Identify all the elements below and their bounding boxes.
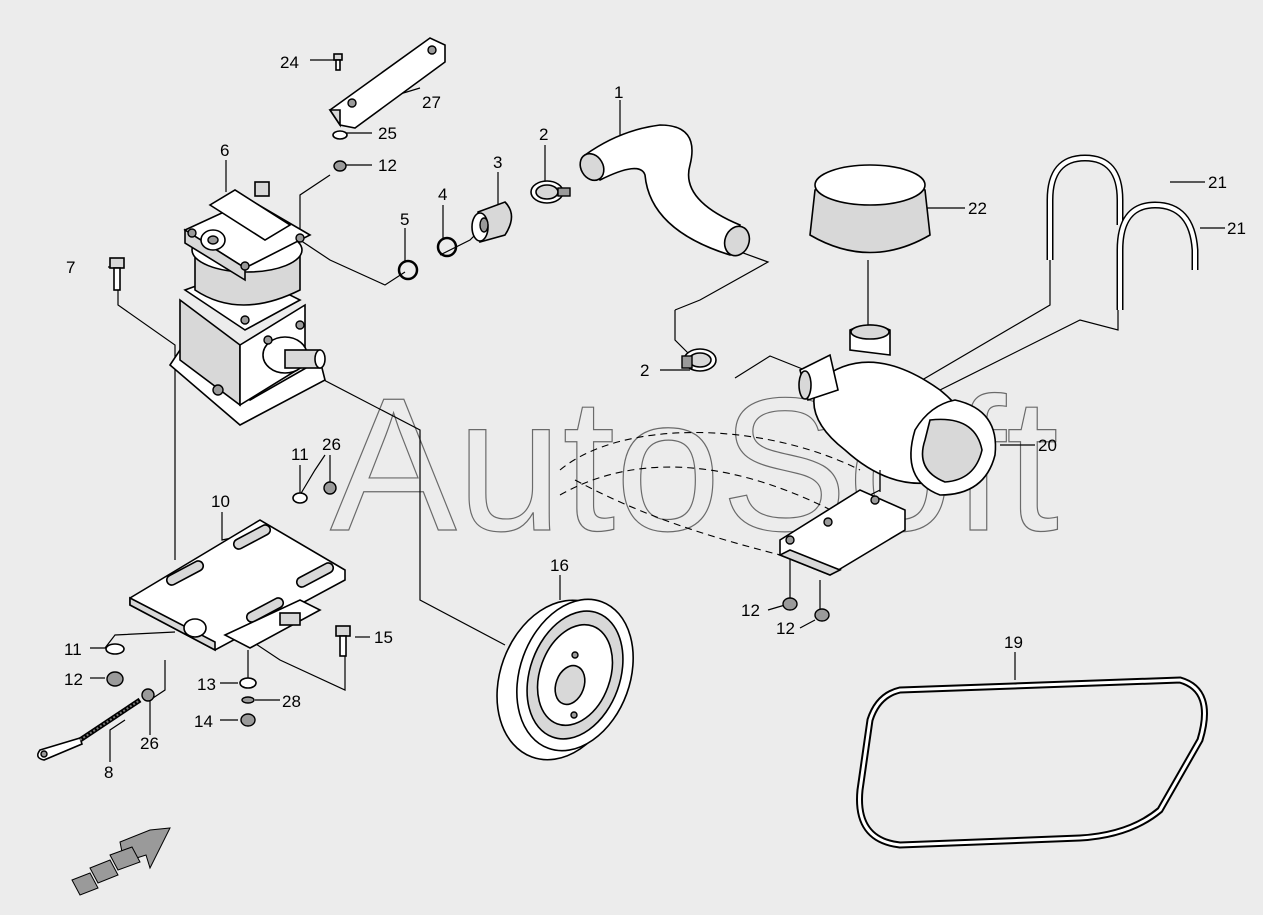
cap-22: [809, 164, 931, 254]
callout-2-lower: 2: [640, 361, 649, 380]
callout-2-top: 2: [539, 125, 548, 144]
callout-8: 8: [104, 763, 113, 782]
callout-25: 25: [378, 124, 397, 143]
washer-13: [239, 677, 257, 689]
washer-25: [332, 130, 348, 140]
mounting-plate-10: [129, 519, 346, 652]
o-ring-5: [397, 259, 419, 281]
hose-1: [579, 124, 751, 257]
callout-11-top: 11: [291, 445, 309, 464]
u-bolt-21-bottom: [1116, 201, 1199, 310]
callout-24: 24: [280, 53, 299, 72]
callout-20: 20: [1038, 436, 1057, 455]
callout-7: 7: [66, 258, 75, 277]
callout-21-bottom: 21: [1227, 219, 1246, 238]
callout-12-top: 12: [378, 156, 397, 175]
callout-13: 13: [197, 675, 216, 694]
drive-belt-19: [856, 676, 1208, 849]
u-bolt-21-top: [1046, 154, 1124, 260]
callout-14: 14: [194, 712, 213, 731]
callout-12-bracket-right: 12: [776, 619, 795, 638]
air-filter-20: [798, 324, 997, 496]
washer-11-top: [292, 492, 308, 504]
bracket-27: [328, 37, 446, 129]
nut-14: [240, 713, 256, 727]
pulley-16: [496, 598, 634, 761]
nut-12-bracket-left: [782, 597, 798, 611]
direction-arrow-icon: [71, 827, 171, 896]
callout-15: 15: [374, 628, 393, 647]
callout-12-bracket-left: 12: [741, 601, 760, 620]
callout-26-top: 26: [322, 435, 341, 454]
callout-1: 1: [614, 83, 623, 102]
dashed-routing: [559, 432, 861, 561]
nut-26-top: [323, 481, 337, 495]
hose-clamp-2-lower: [681, 348, 717, 372]
nut-12-bracket-right: [814, 608, 830, 622]
callout-27: 27: [422, 93, 441, 112]
callout-3: 3: [493, 153, 502, 172]
callout-12-left: 12: [64, 670, 83, 689]
callout-21-top: 21: [1208, 173, 1227, 192]
callout-labels: 1 2 2 3 4 5 6 7 8 10 11 11 12 12 12 12 1…: [64, 53, 1246, 782]
bolt-15: [335, 625, 351, 657]
callout-5: 5: [400, 210, 409, 229]
nut-26-left: [141, 688, 155, 702]
compressor-6: [168, 181, 326, 426]
hose-clamp-2-top: [530, 180, 571, 204]
filter-bracket: [778, 489, 906, 576]
bolt-24: [333, 53, 343, 71]
washer-28: [241, 696, 255, 704]
fitting-3: [471, 201, 513, 244]
callout-26-left: 26: [140, 734, 159, 753]
callout-11-left: 11: [64, 640, 82, 659]
callout-19: 19: [1004, 633, 1023, 652]
nut-12-top: [333, 160, 347, 172]
callout-6: 6: [220, 141, 229, 160]
washer-11-left: [105, 643, 125, 655]
nut-12-left: [106, 671, 124, 687]
callout-22: 22: [968, 199, 987, 218]
o-ring-4: [436, 236, 458, 258]
tension-rod-8: [36, 697, 142, 761]
bolt-7: [109, 257, 125, 291]
callout-28: 28: [282, 692, 301, 711]
callout-4: 4: [438, 185, 447, 204]
callout-10: 10: [211, 492, 230, 511]
callout-16: 16: [550, 556, 569, 575]
